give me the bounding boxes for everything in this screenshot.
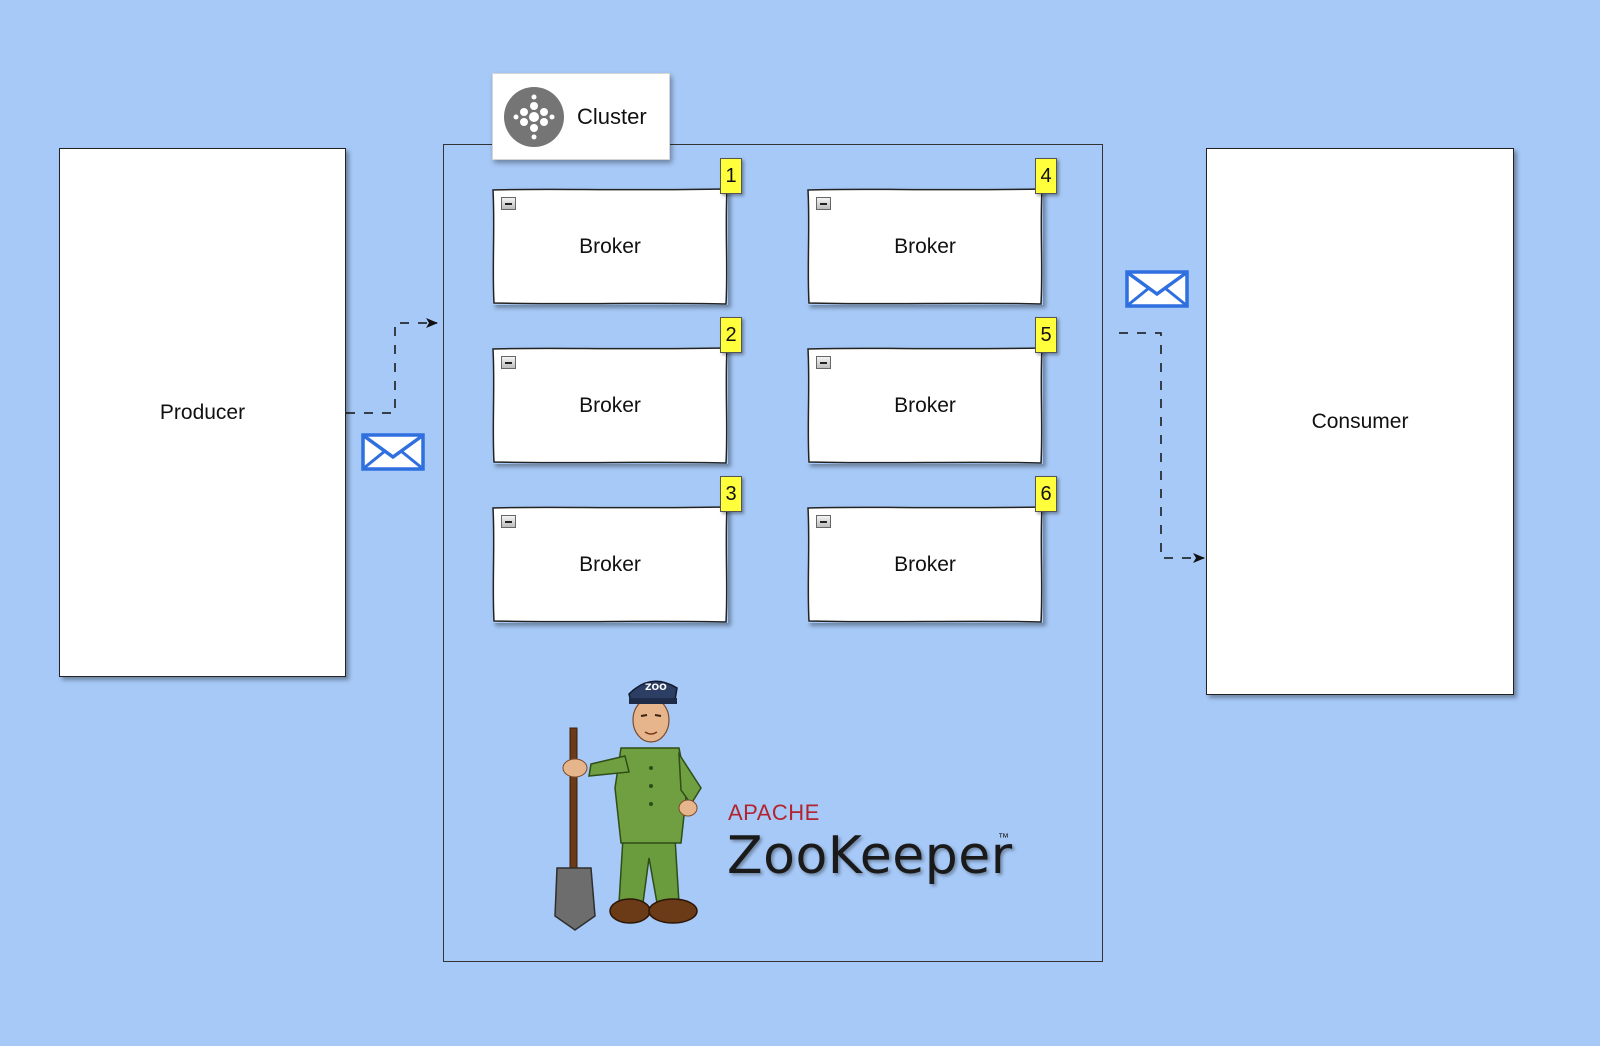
collapse-icon[interactable] bbox=[501, 197, 516, 210]
cluster-to-consumer-arrow bbox=[1119, 332, 1205, 563]
cluster-container[interactable] bbox=[443, 144, 1103, 962]
broker-1[interactable]: Broker 1 bbox=[492, 158, 742, 305]
collapse-icon[interactable] bbox=[501, 356, 516, 369]
broker-label: Broker bbox=[579, 234, 641, 258]
broker-frame bbox=[807, 347, 1043, 464]
producer-to-cluster-arrow bbox=[346, 318, 438, 414]
broker-label: Broker bbox=[894, 552, 956, 576]
broker-frame bbox=[807, 506, 1043, 623]
broker-frame bbox=[492, 347, 728, 464]
broker-frame bbox=[492, 506, 728, 623]
zookeeper-wordmark: ZooKeeper bbox=[727, 826, 1013, 886]
broker-label: Broker bbox=[579, 393, 641, 417]
broker-frame bbox=[807, 188, 1043, 305]
broker-label: Broker bbox=[579, 552, 641, 576]
broker-2[interactable]: Broker 2 bbox=[492, 317, 742, 464]
cluster-label-card[interactable]: Cluster bbox=[492, 73, 670, 160]
broker-4[interactable]: Broker 4 bbox=[807, 158, 1057, 305]
broker-6[interactable]: Broker 6 bbox=[807, 476, 1057, 623]
trademark-symbol: ™ bbox=[998, 832, 1009, 844]
consumer-box[interactable]: Consumer bbox=[1206, 148, 1514, 695]
svg-text:ZOO: ZOO bbox=[645, 683, 667, 693]
broker-number-badge: 1 bbox=[720, 158, 742, 194]
broker-number-badge: 4 bbox=[1035, 158, 1057, 194]
message-envelope-icon bbox=[1125, 270, 1189, 308]
broker-number-badge: 3 bbox=[720, 476, 742, 512]
cluster-label: Cluster bbox=[577, 103, 647, 129]
collapse-icon[interactable] bbox=[501, 515, 516, 528]
apache-wordmark: APACHE bbox=[728, 800, 820, 825]
message-envelope-icon bbox=[361, 433, 425, 471]
broker-3[interactable]: Broker 3 bbox=[492, 476, 742, 623]
collapse-icon[interactable] bbox=[816, 515, 831, 528]
producer-box[interactable]: Producer bbox=[59, 148, 346, 677]
broker-number-badge: 5 bbox=[1035, 317, 1057, 353]
collapse-icon[interactable] bbox=[816, 197, 831, 210]
broker-frame bbox=[492, 188, 728, 305]
zookeeper-mascot-icon: ZOO bbox=[554, 680, 702, 931]
broker-label: Broker bbox=[894, 234, 956, 258]
broker-number-badge: 2 bbox=[720, 317, 742, 353]
broker-5[interactable]: Broker 5 bbox=[807, 317, 1057, 464]
producer-label: Producer bbox=[159, 400, 246, 424]
collapse-icon[interactable] bbox=[816, 356, 831, 369]
broker-number-badge: 6 bbox=[1035, 476, 1057, 512]
cluster-icon bbox=[504, 86, 564, 147]
consumer-label: Consumer bbox=[1311, 409, 1409, 433]
broker-label: Broker bbox=[894, 393, 956, 417]
